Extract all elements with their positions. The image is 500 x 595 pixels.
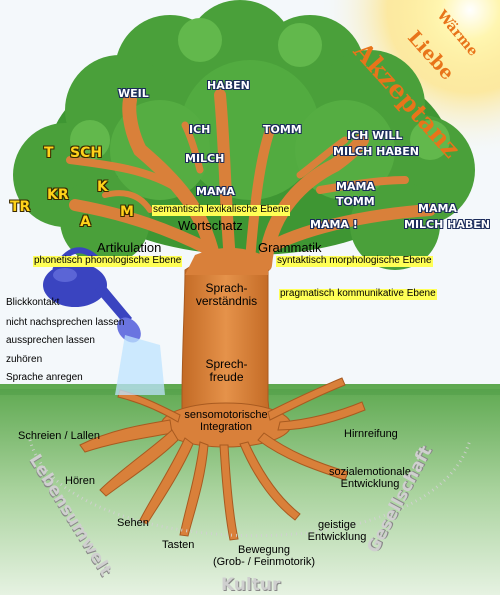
root-bewegung: Bewegung (Grob- / Feinmotorik): [196, 544, 332, 568]
word-weil: WEIL: [118, 87, 149, 100]
word-mama-3: MAMA: [418, 202, 457, 215]
root-tasten: Tasten: [162, 539, 195, 551]
ring-kultur: Kultur: [221, 575, 281, 595]
root-geistige-1: geistige: [318, 519, 356, 531]
word-mama-2: MAMA: [336, 180, 375, 193]
root-sozial-2: Entwicklung: [340, 477, 400, 490]
label-grammatik: Grammatik: [258, 240, 322, 255]
root-hoeren: Hören: [65, 475, 95, 487]
trunk-sprechfreude: Sprech- freude: [185, 358, 268, 383]
word-tomm-2: TOMM: [336, 195, 375, 208]
tree-roots: [79, 377, 366, 541]
trunk-sprachverstaendnis-2: verständnis: [195, 293, 258, 308]
root-sozial: sozialemotionale Entwicklung: [315, 466, 425, 490]
root-geistige-2: Entwicklung: [307, 530, 367, 543]
trunk-sprechfreude-2: freude: [209, 369, 244, 384]
level-phonetic: phonetisch phonologische Ebene: [33, 255, 183, 267]
root-bewegung-1: Bewegung: [238, 544, 290, 556]
word-milch-haben: MILCH HABEN: [333, 145, 419, 158]
trunk-sprachverstaendnis: Sprach- verständnis: [185, 282, 268, 307]
root-sehen: Sehen: [117, 517, 149, 529]
syllable-k: K: [97, 179, 108, 195]
root-schreien: Schreien / Lallen: [18, 430, 100, 442]
syllable-kr: KR: [47, 187, 69, 203]
root-hirnreifung: Hirnreifung: [344, 428, 398, 440]
root-sensomotorisch-2: Integration: [200, 420, 252, 433]
tree-branches: [66, 89, 436, 272]
word-ich: ICH: [189, 123, 211, 136]
word-ich-will: ICH WILL: [347, 129, 403, 142]
water-stream: [115, 335, 165, 395]
syllable-t: T: [44, 145, 54, 161]
syllable-a: A: [80, 214, 91, 230]
trunk-sprachverstaendnis-1: Sprach-: [205, 281, 248, 295]
word-haben: HABEN: [207, 79, 250, 92]
environment-ring: [28, 439, 472, 538]
word-tomm: TOMM: [263, 123, 302, 136]
watering-item-5: Sprache anregen: [6, 372, 83, 383]
watering-item-4: zuhören: [6, 354, 43, 365]
root-sensomotorisch-1: sensomotorische: [184, 409, 268, 421]
root-sensomotorisch: sensomotorische Integration: [170, 409, 282, 433]
syllable-m: M: [120, 204, 134, 220]
level-syntactic: syntaktisch morphologische Ebene: [276, 255, 433, 267]
root-bewegung-2: (Grob- / Feinmotorik): [212, 555, 316, 568]
watering-item-1: Blickkontakt: [6, 297, 60, 308]
watering-item-3: aussprechen lassen: [6, 335, 95, 346]
syllable-tr: TR: [10, 199, 31, 215]
word-milch: MILCH: [185, 152, 225, 165]
label-wortschatz: Wortschatz: [178, 218, 243, 233]
word-mama-1: MAMA: [196, 185, 235, 198]
level-pragmatic: pragmatisch kommunikative Ebene: [279, 288, 437, 300]
root-geistige: geistige Entwicklung: [300, 519, 374, 543]
watering-item-2: nicht nachsprechen lassen: [6, 317, 125, 328]
label-artikulation: Artikulation: [97, 240, 162, 255]
trunk-sprechfreude-1: Sprech-: [205, 357, 248, 371]
word-mama-exclaim: MAMA !: [310, 218, 358, 231]
level-semantic: semantisch lexikalische Ebene: [152, 204, 291, 216]
tree-crown: [13, 0, 475, 270]
root-sozial-1: sozialemotionale: [329, 466, 411, 478]
word-milch-haben-2: MILCH HABEN: [404, 218, 490, 231]
syllable-sch: SCH: [70, 145, 103, 161]
